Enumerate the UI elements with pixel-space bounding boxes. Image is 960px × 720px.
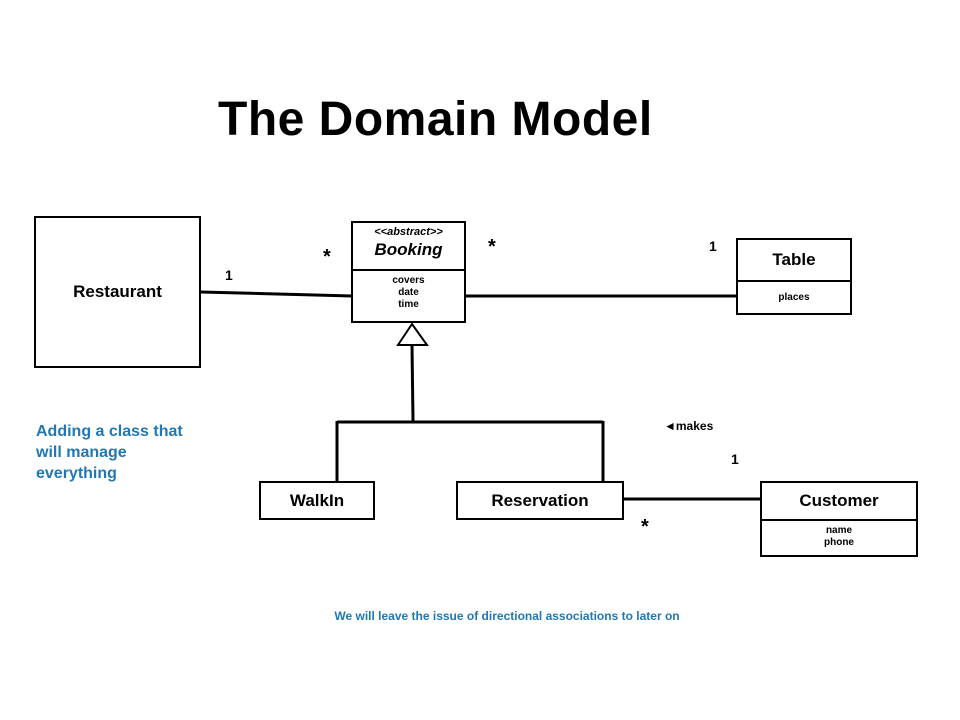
customer-class: Customer name phone: [760, 481, 918, 557]
page-title: The Domain Model: [218, 93, 653, 146]
booking-attribute: covers: [392, 275, 425, 286]
table-class: Table places: [736, 238, 852, 315]
restaurant-class: Restaurant: [34, 216, 201, 368]
restaurant-booking-association: [200, 290, 353, 298]
booking-attribute: time: [398, 299, 419, 310]
multiplicity-table-end: 1: [709, 238, 717, 254]
customer-attribute: phone: [824, 537, 854, 548]
booking-class-header: <<abstract>> Booking: [353, 223, 464, 269]
side-note-line: everything: [36, 465, 117, 482]
table-class-name: Table: [772, 250, 816, 269]
makes-association-label: ◄makes: [664, 419, 714, 433]
multiplicity-reservation-end: *: [641, 516, 649, 538]
customer-attributes: name phone: [762, 519, 916, 549]
booking-class: <<abstract>> Booking covers date time: [351, 221, 466, 323]
generalization-stem: [410, 344, 415, 422]
booking-class-name: Booking: [374, 240, 443, 259]
walkin-class-name: WalkIn: [289, 490, 345, 510]
booking-attributes: covers date time: [353, 269, 464, 311]
customer-class-name: Customer: [799, 491, 879, 510]
booking-stereotype: <<abstract>>: [374, 226, 443, 238]
multiplicity-booking-table-end: *: [488, 236, 496, 258]
reservation-class-name: Reservation: [491, 490, 589, 510]
customer-attribute: name: [825, 525, 853, 536]
table-attribute: places: [778, 292, 810, 303]
restaurant-class-name: Restaurant: [73, 282, 162, 301]
generalization-arrow-head: [396, 322, 429, 346]
table-attributes: places: [738, 280, 850, 304]
side-note-line: will manage: [36, 444, 127, 461]
side-note: Adding a class that will manage everythi…: [36, 421, 183, 484]
side-note-line: Adding a class that: [36, 423, 183, 440]
walkin-class: WalkIn: [259, 481, 375, 520]
footer-note: We will leave the issue of directional a…: [334, 609, 680, 623]
multiplicity-booking-restaurant-end: *: [323, 246, 331, 268]
booking-attribute: date: [398, 287, 419, 298]
reservation-class: Reservation: [456, 481, 624, 520]
multiplicity-customer-end: 1: [731, 451, 739, 467]
multiplicity-restaurant-end: 1: [225, 267, 233, 283]
